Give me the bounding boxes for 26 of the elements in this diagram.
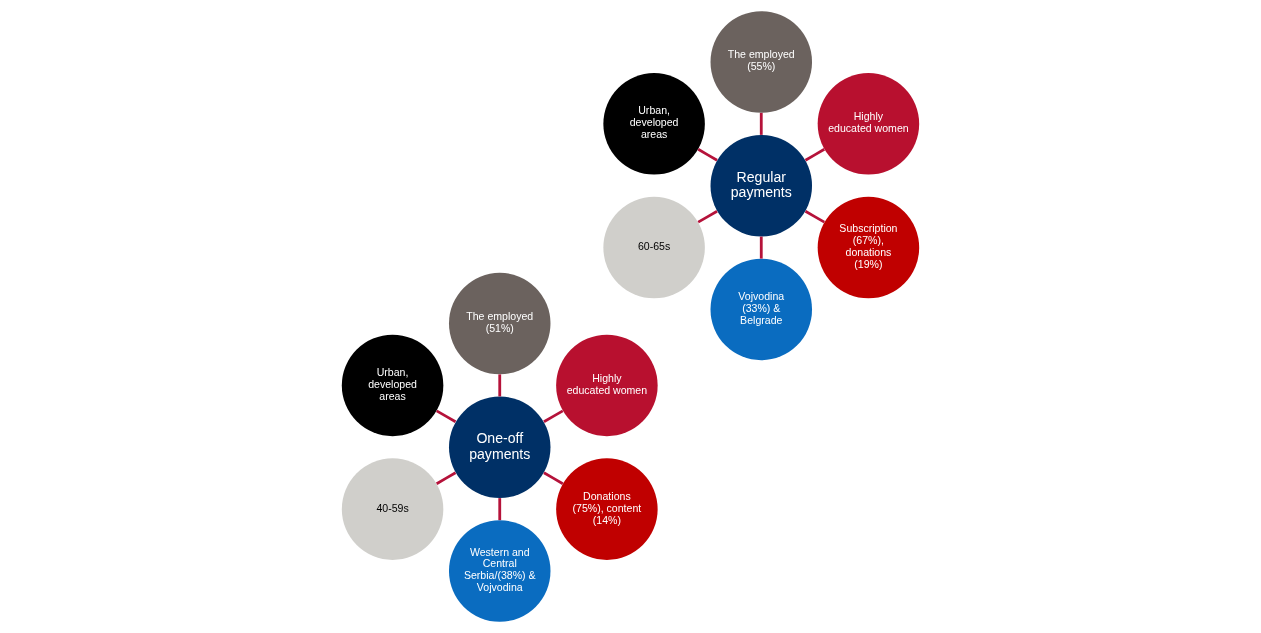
node-circle: Subscription (67%), donations (19%) bbox=[817, 196, 920, 299]
connector bbox=[498, 498, 502, 521]
node-circle: The employed (55%) bbox=[710, 11, 812, 113]
node-circle: 40-59s bbox=[341, 458, 444, 560]
connector bbox=[498, 374, 502, 397]
node-circle: One-off payments bbox=[449, 396, 551, 498]
node-circle: Highly educated women bbox=[817, 73, 920, 175]
connector bbox=[543, 471, 564, 485]
node-circle: Western and Central Serbia/(38%) & Vojvodina bbox=[449, 520, 551, 622]
connector bbox=[759, 112, 763, 135]
node-circle: The employed (51%) bbox=[449, 272, 551, 375]
node-circle: Urban, developed areas bbox=[603, 73, 705, 175]
node-circle: Donations (75%), content (14%) bbox=[556, 458, 658, 560]
node-circle: Highly educated women bbox=[556, 334, 658, 437]
connector bbox=[543, 409, 564, 423]
connector bbox=[435, 471, 457, 485]
connector bbox=[697, 148, 718, 162]
connector bbox=[804, 148, 826, 162]
connector bbox=[435, 409, 457, 423]
node-circle: Vojvodina (33%) & Belgrade bbox=[710, 258, 812, 361]
node-circle: Urban, developed areas bbox=[341, 334, 444, 437]
node-circle: 60-65s bbox=[603, 196, 705, 299]
connector bbox=[804, 210, 826, 224]
connector bbox=[697, 210, 718, 224]
node-circle: Regular payments bbox=[710, 135, 812, 237]
connector bbox=[759, 236, 763, 259]
